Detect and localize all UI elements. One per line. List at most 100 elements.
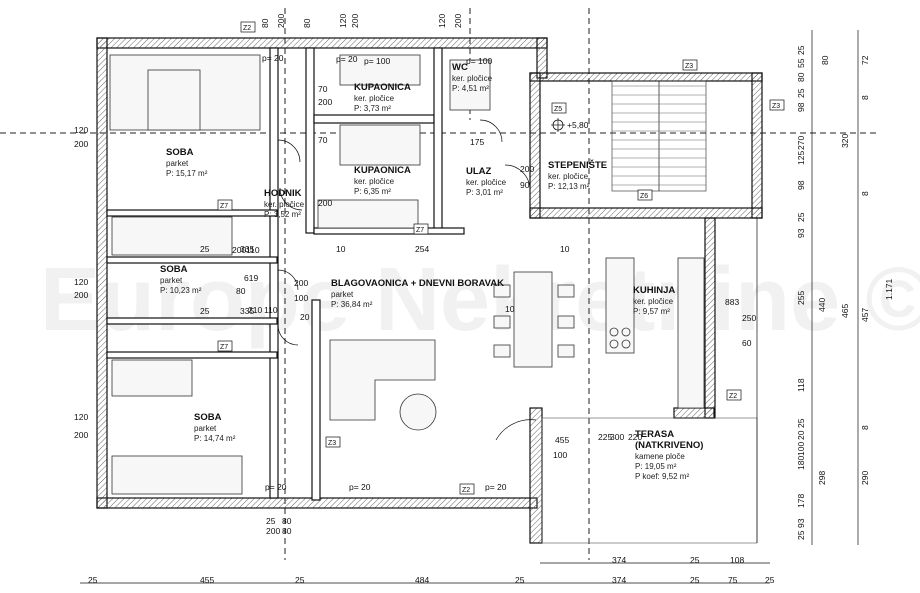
dimension-label: 10: [560, 244, 570, 254]
dimension-label: 457: [860, 308, 870, 322]
dimension-label: 98: [796, 180, 806, 190]
level-mark-text: +5,80: [567, 120, 589, 130]
dimension-label: p= 20: [349, 482, 371, 492]
dimension-label: 320: [840, 134, 850, 148]
dimension-label: 455: [200, 575, 214, 585]
room-area: P: 14,74 m²: [194, 434, 236, 443]
dimension-label: 25: [266, 516, 276, 526]
dimension-label: 200: [276, 14, 286, 28]
dimension-label: 120: [338, 14, 348, 28]
dimension-label: 8: [860, 425, 870, 430]
dimension-label: 220: [628, 432, 642, 442]
room-area: P: 36,84 m²: [331, 300, 373, 309]
dimension-label: p= 20: [262, 53, 284, 63]
room-name: STEPENIŠTE: [548, 159, 607, 171]
dimension-label: 200: [318, 97, 332, 107]
dimension-label: 118: [796, 378, 806, 392]
dimension-label: 455: [555, 435, 569, 445]
dimension-label: 175: [470, 137, 484, 147]
wall-tag: Z3: [772, 103, 780, 110]
room-area: P: 10,23 m²: [160, 286, 202, 295]
room-name: BLAGOVAONICA + DNEVNI BORAVAK: [331, 278, 504, 289]
dimension-label: 254: [415, 244, 429, 254]
dimension-label: 298: [817, 471, 827, 485]
dimension-label: 200: [318, 198, 332, 208]
dimension-label: 80: [820, 55, 830, 65]
room-name: SOBA: [194, 412, 222, 423]
dimension-label: 200: [74, 290, 88, 300]
room-name: KUPAONICA: [354, 82, 411, 93]
dimension-label: 120: [437, 14, 447, 28]
room-finish: ker. pločice: [354, 94, 395, 103]
dimension-label: p= 20: [265, 482, 287, 492]
dimension-label: 290: [860, 471, 870, 485]
dimension-label: 110: [246, 245, 260, 255]
stairs: [611, 80, 707, 192]
dimension-label: 90: [520, 180, 530, 190]
dimension-label: 80: [302, 18, 312, 28]
room-finish: ker. pločice: [452, 74, 493, 83]
wall-tag: Z2: [462, 487, 470, 494]
dimension-label: 80: [236, 286, 246, 296]
dimension-label: 465: [840, 304, 850, 318]
dimension-label: 200: [232, 245, 246, 255]
dimension-label: 25: [200, 306, 210, 316]
room-area: P: 4,51 m²: [452, 84, 489, 93]
dimension-label: 100: [796, 442, 806, 456]
room-area: P: 6,35 m²: [354, 187, 391, 196]
dimension-label: 110: [264, 305, 278, 315]
room-finish: ker. pločice: [354, 177, 395, 186]
dimension-label: 25: [796, 212, 806, 222]
dimension-label: 619: [244, 273, 258, 283]
wall-tag: Z7: [220, 344, 228, 351]
dimension-label: 374: [612, 555, 626, 565]
dimension-label: 200: [74, 139, 88, 149]
dimension-label: 200: [350, 14, 360, 28]
wall-tag: Z7: [220, 203, 228, 210]
dimension-label: 210: [248, 305, 262, 315]
room-area: P: 3,01 m²: [466, 188, 503, 197]
furniture: [109, 54, 705, 495]
room-name: ULAZ: [466, 166, 492, 177]
room-area: P: 3,52 m²: [264, 210, 301, 219]
room-area: P: 19,05 m²: [635, 462, 677, 471]
dimension-label: 25: [200, 244, 210, 254]
dimension-label: 80: [796, 72, 806, 82]
wall-tag: Z7: [416, 227, 424, 234]
dimension-label: 484: [415, 575, 429, 585]
dimension-label: 10: [505, 304, 515, 314]
room-finish: ker. pločice: [264, 200, 305, 209]
dimension-label: p= 20: [485, 482, 507, 492]
dimension-label: 25: [796, 45, 806, 55]
walls: [96, 37, 763, 544]
dimension-label: 80: [260, 18, 270, 28]
dimension-label: 335: [240, 306, 254, 316]
room-area: P: 15,17 m²: [166, 169, 208, 178]
dimension-label: 60: [742, 338, 752, 348]
dimension-label: 108: [730, 555, 744, 565]
dimension-label: 335: [240, 244, 254, 254]
dimension-label: 70: [318, 135, 328, 145]
wall-tag: Z3: [685, 63, 693, 70]
dimension-label: 178: [796, 494, 806, 508]
dimension-label: 374: [612, 575, 626, 585]
dimension-label: 440: [817, 298, 827, 312]
room-finish: ker. pločice: [633, 297, 674, 306]
room-finish: ker. pločice: [548, 172, 589, 181]
room-area: P: 3,73 m²: [354, 104, 391, 113]
dimension-label: 25: [765, 575, 775, 585]
dimension-label: 8: [860, 95, 870, 100]
room-area: P: 9,57 m²: [633, 307, 670, 316]
dimension-label: 75: [728, 575, 738, 585]
dimension-label: 120: [74, 412, 88, 422]
watermark-text: Europe Nekretnine ©: [40, 250, 920, 350]
dimension-label: 70: [318, 84, 328, 94]
